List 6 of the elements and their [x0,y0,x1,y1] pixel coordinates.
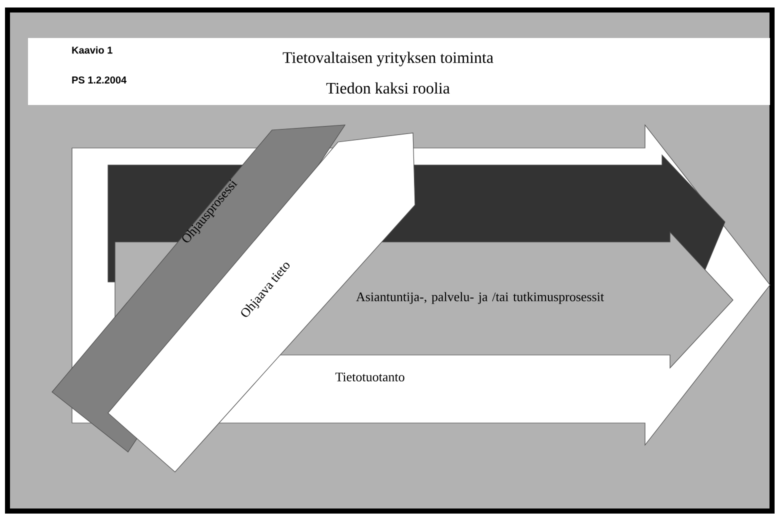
subtitle: Tiedon kaksi roolia [326,82,450,94]
arrow-label: Tietotuotanto [335,372,404,382]
header-label: PS 1.2.2004 [72,76,126,84]
header-label: Kaavio 1 [72,46,112,54]
arrow-label: Asiantuntija-, palvelu- ja /tai tutkimusprosessit [356,292,604,304]
title: Tietovaltaisen yrityksen toiminta [282,52,494,66]
